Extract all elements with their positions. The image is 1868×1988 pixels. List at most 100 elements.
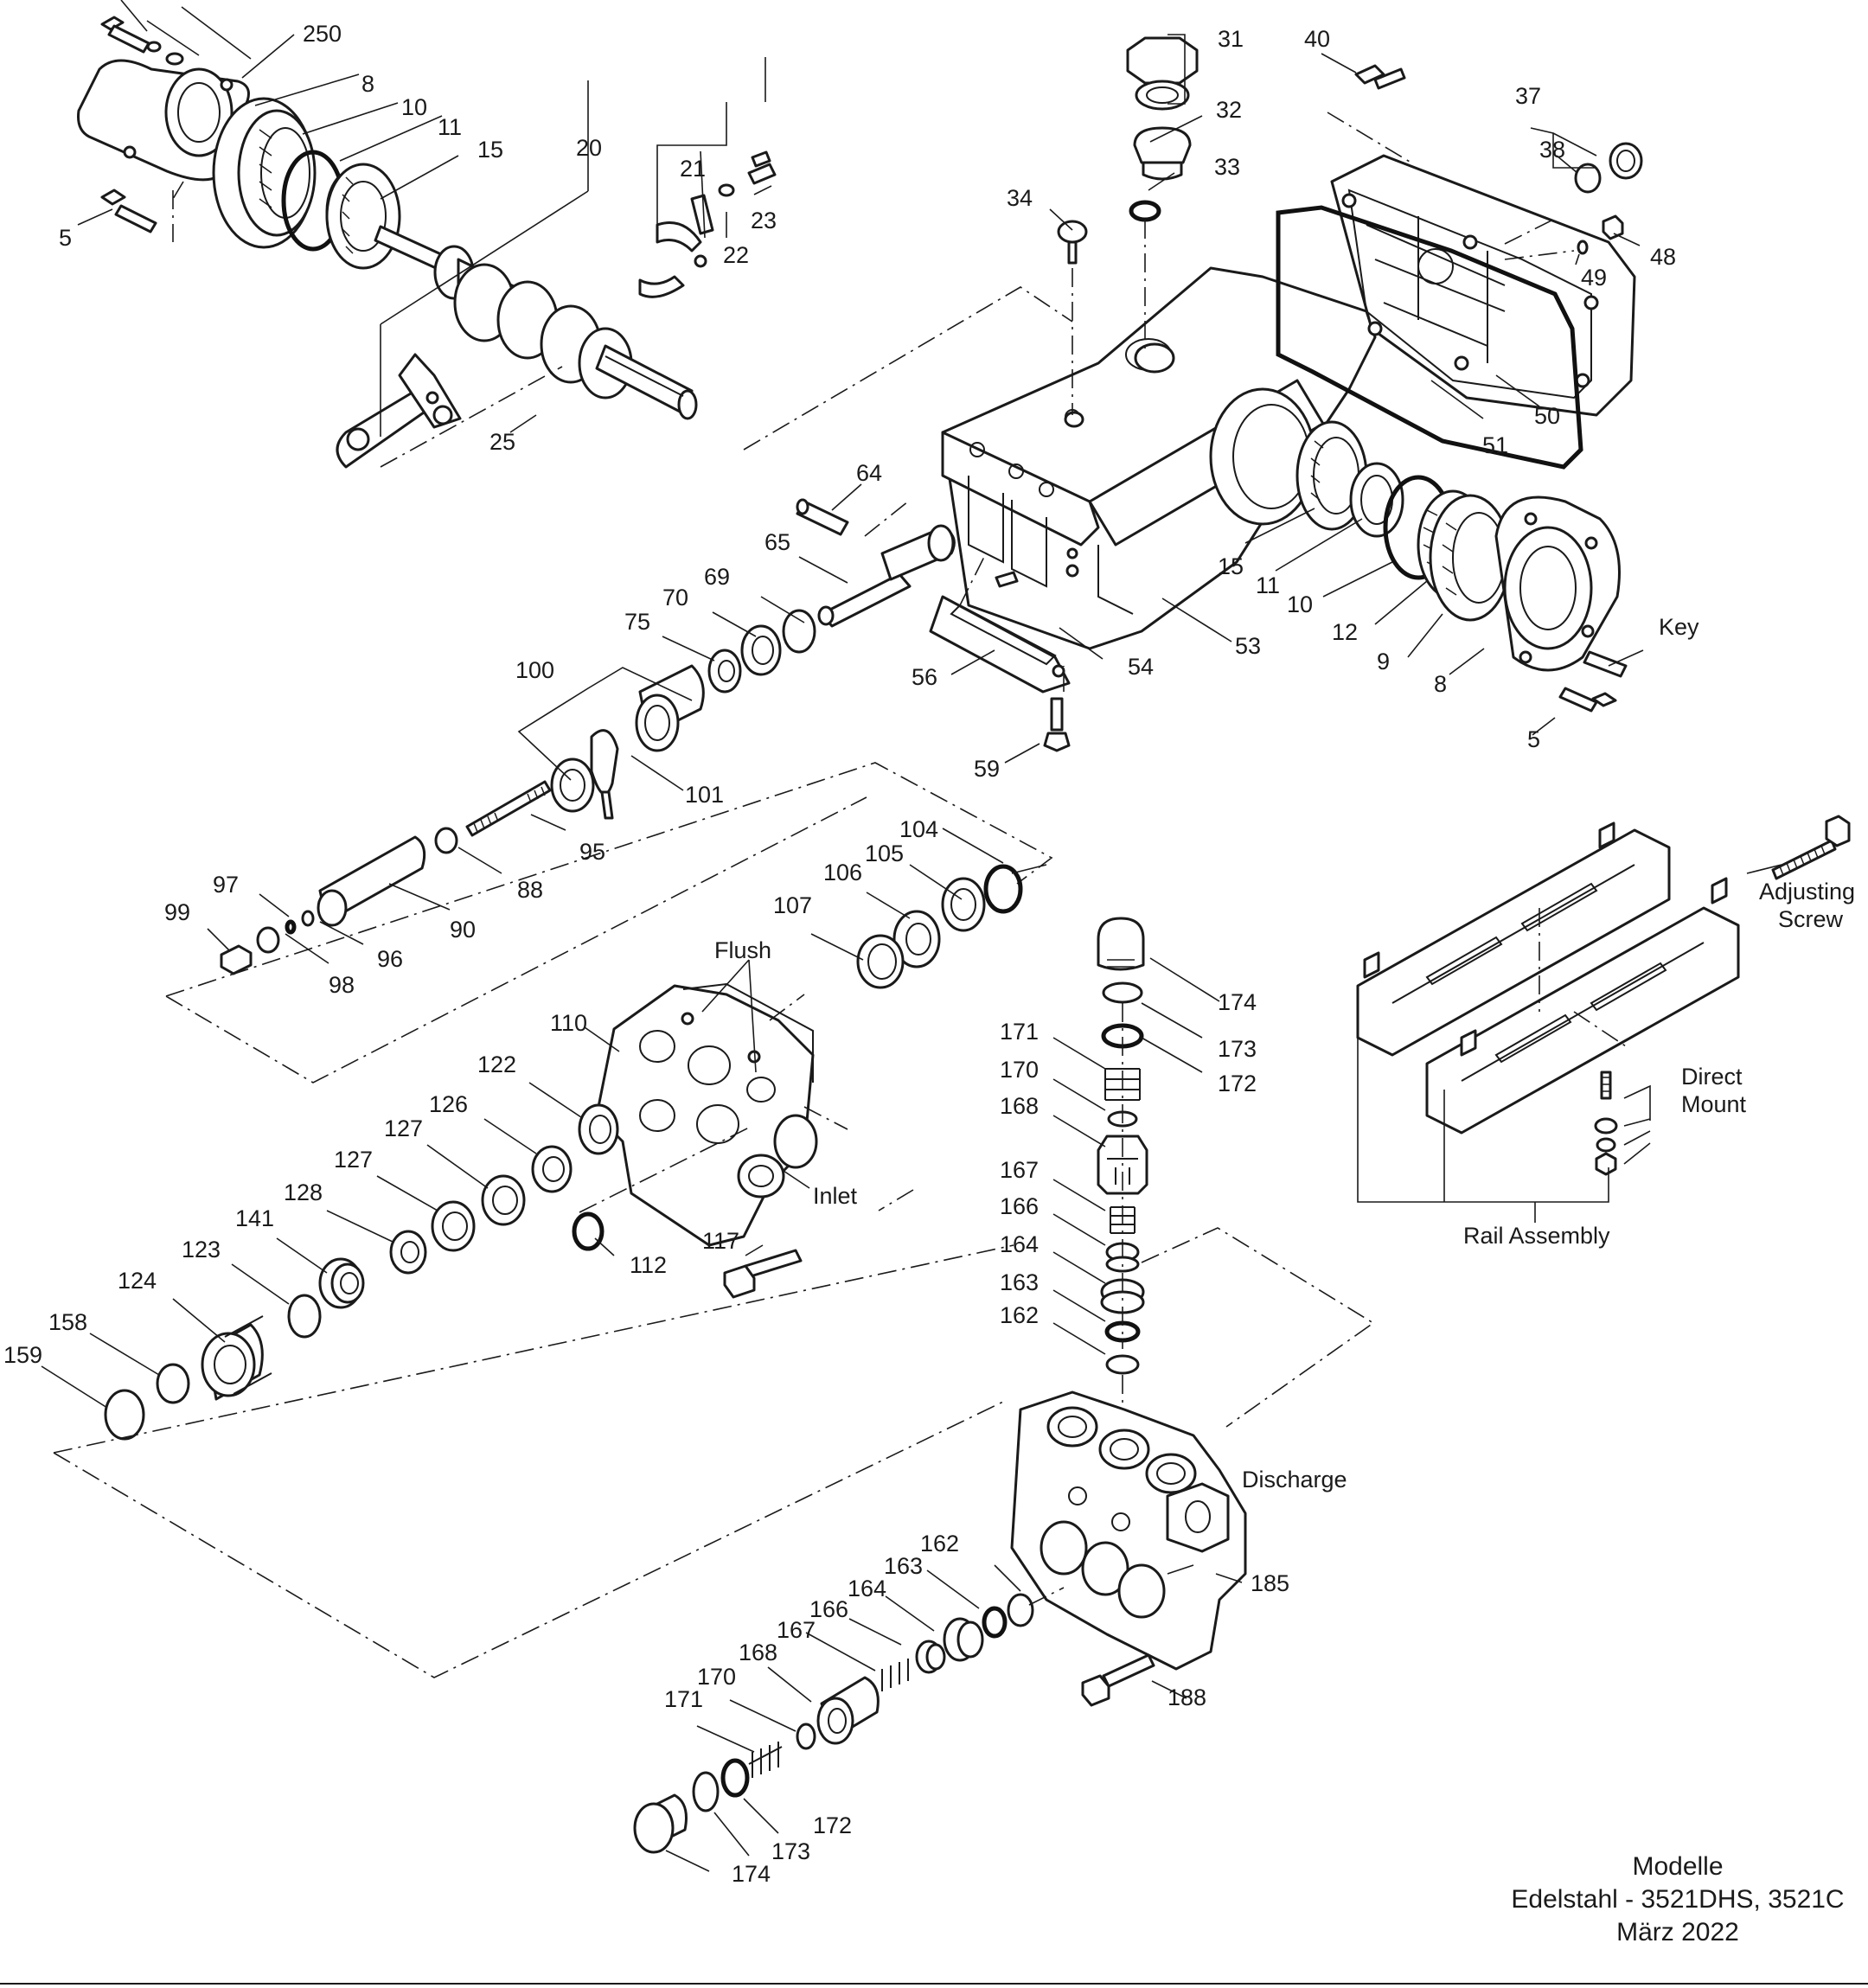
label-123: 123 [182,1237,221,1262]
label-167-bottom: 167 [777,1617,816,1643]
part-discharge-manifold-185 [1010,1390,1247,1671]
part-plug-48 [1602,214,1624,240]
part-plunger-90 [317,835,426,927]
label-173-top: 173 [1218,1036,1257,1062]
part-seal-173-top [1102,981,1143,1004]
label-174-top: 174 [1218,989,1257,1015]
label-5-right: 5 [1527,726,1540,752]
label-34: 34 [1007,185,1033,211]
label-12: 12 [1332,619,1358,645]
part-plug-37 [1609,142,1643,180]
caption-line-1: Modelle [1632,1852,1723,1881]
part-direct-mount-bolts [1594,1071,1618,1176]
label-49: 49 [1581,265,1607,291]
part-ring-162-bottom [1007,1593,1034,1627]
part-eyebolt-34 [1057,220,1088,428]
label-164-bottom: 164 [848,1576,886,1601]
part-washer-22 [718,183,735,197]
label-172-bottom: 172 [813,1812,852,1838]
label-105: 105 [865,841,904,866]
label-33: 33 [1214,154,1240,180]
part-oring-112 [572,1211,605,1251]
label-126: 126 [429,1091,468,1117]
part-seal-69 [782,609,816,654]
label-127b: 127 [334,1147,373,1173]
label-adjusting-2: Screw [1778,906,1844,932]
part-key [1583,650,1628,678]
part-plunger-rod-65 [817,524,956,628]
part-plunger-sleeve-100 [550,664,705,813]
part-sight-cover-56 [929,595,1071,694]
part-cover-50 [1330,154,1636,417]
label-127a: 127 [384,1115,423,1141]
label-75: 75 [624,609,650,635]
part-bearing-11-15 [325,163,401,270]
part-screw-40 [1354,64,1406,90]
label-64: 64 [856,460,882,486]
part-oring-97 [285,919,297,935]
part-oring-49 [1577,240,1589,255]
label-159: 159 [3,1342,42,1368]
label-22: 22 [723,242,749,268]
label-162-bottom: 162 [920,1531,959,1557]
part-seal-127a [481,1174,526,1226]
part-ring-162-top [1105,1354,1140,1375]
label-185: 185 [1251,1570,1289,1596]
caption-line-2: Edelstahl - 3521DHS, 3521C [1511,1885,1844,1914]
part-breather-32 [1133,126,1192,181]
label-48: 48 [1650,244,1676,270]
label-56: 56 [912,664,937,690]
label-166-bottom: 166 [809,1596,848,1622]
label-96: 96 [377,946,403,972]
part-seal-128 [389,1230,427,1275]
label-158: 158 [48,1309,87,1335]
label-15: 15 [477,137,503,163]
label-adjusting-1: Adjusting [1759,879,1855,905]
label-15-right: 15 [1218,553,1244,579]
label-166-top: 166 [1000,1193,1039,1219]
part-pin-64 [796,498,849,536]
part-plug-174-bottom [633,1793,688,1854]
part-stud-95 [465,780,552,837]
label-8-right: 8 [1434,671,1447,697]
part-bolt-top [100,16,184,66]
label-90: 90 [450,917,476,943]
part-oil-cap-31 [1126,36,1199,111]
label-54: 54 [1128,654,1154,680]
part-seal-127b [431,1200,476,1252]
label-direct-mount-2: Mount [1681,1091,1747,1117]
label-37: 37 [1515,83,1541,109]
label-51: 51 [1482,432,1508,458]
label-53: 53 [1235,633,1261,659]
label-117: 117 [702,1228,739,1254]
label-9: 9 [1377,649,1390,674]
label-162-top: 162 [1000,1302,1039,1328]
label-188: 188 [1168,1684,1206,1710]
part-bolt-117 [723,1249,803,1299]
label-32: 32 [1216,97,1242,123]
part-oring-96 [301,910,315,927]
part-seal-75 [707,649,742,694]
part-spring-171-bottom [748,1742,783,1778]
rail-assembly [1356,815,1851,1223]
part-clip-101 [590,729,619,820]
crankshaft-assembly [77,0,1073,469]
part-adjusting-screw [1771,815,1851,880]
part-bolt-188 [1081,1653,1155,1707]
part-nut-99 [220,944,253,975]
label-171-top: 171 [1000,1019,1039,1045]
label-10-right: 10 [1287,591,1313,617]
label-88: 88 [517,877,543,903]
label-110: 110 [550,1010,587,1036]
label-106: 106 [823,860,862,885]
label-59: 59 [974,756,1000,782]
part-oring-163-bottom [982,1606,1008,1639]
label-inlet: Inlet [813,1183,858,1209]
model-caption: Modelle Edelstahl - 3521DHS, 3521C März … [1511,1852,1844,1946]
label-171-bottom: 171 [664,1686,703,1712]
part-seal-173-bottom [692,1771,720,1812]
valve-stack-top [1052,917,1220,1435]
part-bolt-5-right [1558,687,1617,713]
label-167-top: 167 [1000,1157,1039,1183]
label-direct-mount-1: Direct [1681,1064,1743,1090]
